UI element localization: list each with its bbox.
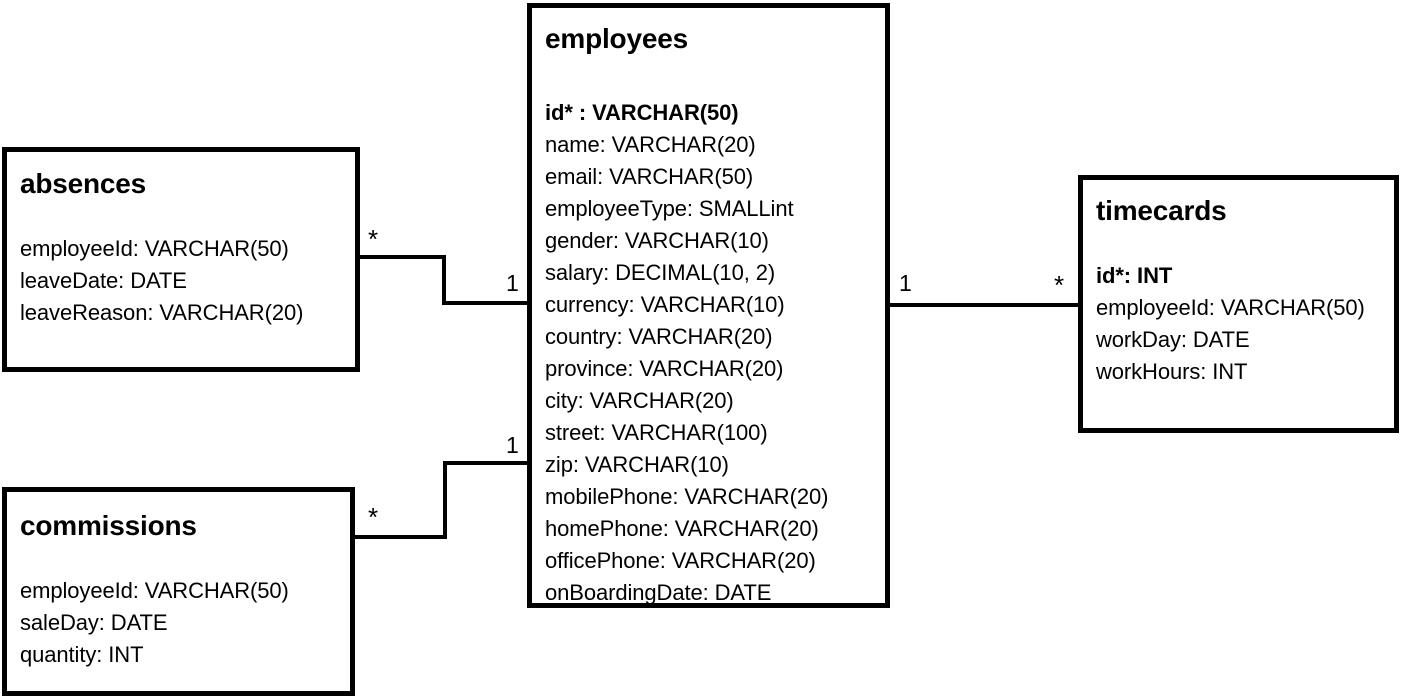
entity-employees-field: salary: DECIMAL(10, 2)	[545, 260, 776, 285]
entity-employees-field: country: VARCHAR(20)	[545, 324, 773, 349]
connector-absences-employees-segment-1	[358, 255, 446, 259]
cardinality-commissions-many: *	[368, 502, 379, 532]
entity-employees-title: employees	[545, 23, 688, 54]
entity-employees-field: zip: VARCHAR(10)	[545, 452, 729, 477]
entity-timecards-field: workDay: DATE	[1096, 327, 1250, 352]
connector-employees-timecards-segment-1	[887, 303, 1081, 307]
entity-employees-field: onBoardingDate: DATE	[545, 580, 772, 605]
cardinality-timecards-many: *	[1054, 270, 1065, 300]
entity-absences[interactable]: absences employeeId: VARCHAR(50) leaveDa…	[2, 147, 360, 372]
cardinality-employees-timecards-one: 1	[899, 270, 912, 296]
entity-employees[interactable]: employees id* : VARCHAR(50) name: VARCHA…	[527, 3, 890, 608]
entity-absences-field: employeeId: VARCHAR(50)	[20, 236, 289, 261]
entity-employees-field: gender: VARCHAR(10)	[545, 228, 769, 253]
entity-absences-field: leaveDate: DATE	[20, 268, 187, 293]
entity-absences-title: absences	[20, 168, 147, 199]
entity-timecards-field: employeeId: VARCHAR(50)	[1096, 295, 1365, 320]
connector-commissions-employees-segment-3	[353, 535, 447, 539]
connector-absences-employees-segment-3	[442, 301, 530, 305]
cardinality-absences-employees-one: 1	[506, 270, 519, 296]
entity-employees-field: currency: VARCHAR(10)	[545, 292, 785, 317]
entity-employees-field: city: VARCHAR(20)	[545, 388, 734, 413]
entity-employees-field: officePhone: VARCHAR(20)	[545, 548, 816, 573]
entity-commissions-field-list: employeeId: VARCHAR(50) saleDay: DATE qu…	[20, 575, 350, 671]
entity-employees-field-primary-key: id* : VARCHAR(50)	[545, 100, 739, 125]
entity-employees-field: mobilePhone: VARCHAR(20)	[545, 484, 829, 509]
entity-employees-field: employeeType: SMALLint	[545, 196, 794, 221]
entity-employees-field: name: VARCHAR(20)	[545, 132, 756, 157]
entity-commissions-field: employeeId: VARCHAR(50)	[20, 578, 289, 603]
entity-commissions-field: saleDay: DATE	[20, 610, 168, 635]
entity-commissions-title: commissions	[20, 510, 197, 541]
entity-commissions-field: quantity: INT	[20, 642, 144, 667]
cardinality-commissions-employees-one: 1	[506, 432, 519, 458]
connector-commissions-employees-segment-2	[443, 461, 447, 539]
cardinality-absences-many: *	[368, 224, 379, 254]
entity-timecards-title: timecards	[1096, 195, 1227, 226]
entity-employees-field: province: VARCHAR(20)	[545, 356, 784, 381]
connector-commissions-employees-segment-1	[443, 461, 530, 465]
entity-employees-field: street: VARCHAR(100)	[545, 420, 768, 445]
entity-absences-field: leaveReason: VARCHAR(20)	[20, 300, 304, 325]
entity-timecards-field-primary-key: id*: INT	[1096, 263, 1173, 288]
entity-commissions[interactable]: commissions employeeId: VARCHAR(50) sale…	[2, 487, 355, 696]
connector-absences-employees-segment-2	[442, 255, 446, 305]
entity-absences-field-list: employeeId: VARCHAR(50) leaveDate: DATE …	[20, 233, 355, 329]
entity-employees-field: homePhone: VARCHAR(20)	[545, 516, 819, 541]
entity-timecards-field: workHours: INT	[1096, 359, 1248, 384]
entity-timecards[interactable]: timecards id*: INT employeeId: VARCHAR(5…	[1078, 175, 1399, 433]
entity-employees-field: email: VARCHAR(50)	[545, 164, 754, 189]
entity-timecards-field-list: id*: INT employeeId: VARCHAR(50) workDay…	[1096, 260, 1394, 388]
entity-employees-field-list: id* : VARCHAR(50) name: VARCHAR(20) emai…	[545, 97, 885, 609]
